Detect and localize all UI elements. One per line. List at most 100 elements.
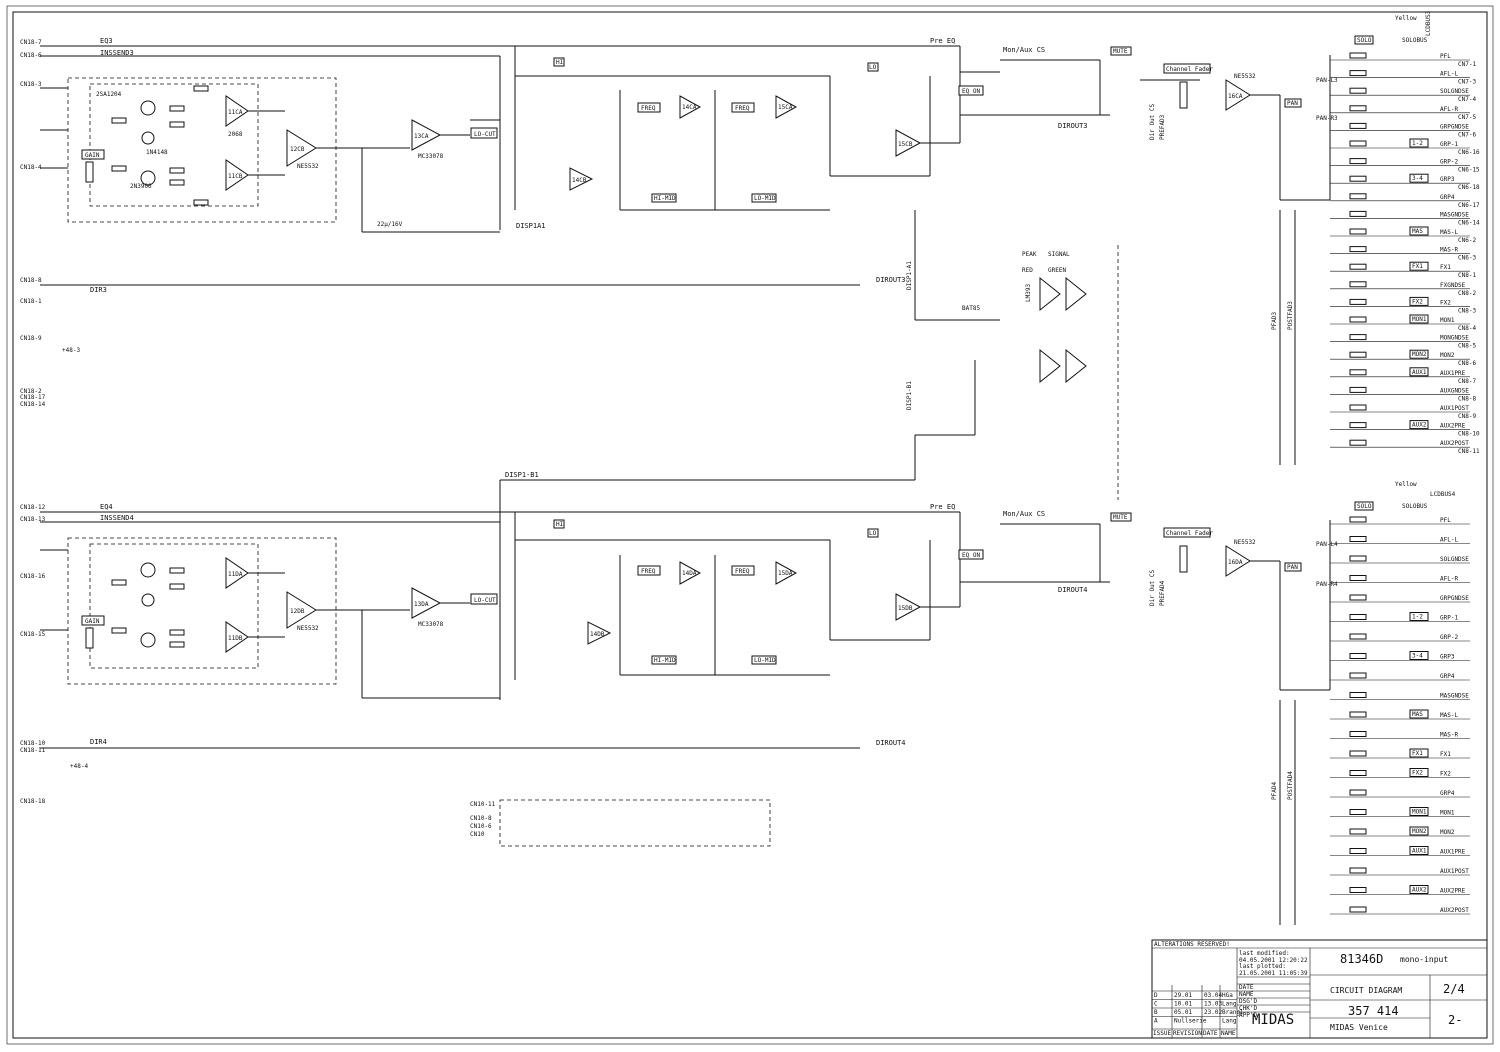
revision-cell: 03.04 [1204, 992, 1222, 999]
opamp-11cb [225, 159, 249, 191]
output-label: MASGNDSE [1440, 211, 1469, 218]
revision-cell: 10.01 [1174, 1001, 1192, 1008]
output-bus-list-3: PFLCN7-1AFL-LCN7-3SOLGNDSECN7-4AFL-RCN7-… [1330, 52, 1480, 455]
bus-assign-box [1409, 768, 1429, 777]
bus-assign-label: MAS [1412, 711, 1423, 718]
lo-cut-label: LO-CUT [474, 131, 496, 138]
channel-fader [1179, 81, 1188, 109]
svg-text:Pre EQ: Pre EQ [930, 503, 955, 511]
output-pin: CN6-3 [1458, 255, 1476, 262]
svg-text:Mon/Aux CS: Mon/Aux CS [1003, 510, 1045, 518]
output-pin: CN8-9 [1458, 413, 1476, 420]
opamp-13da [411, 587, 442, 619]
output-label: MAS-R [1440, 732, 1458, 739]
output-pin: CN6-17 [1458, 202, 1480, 209]
svg-text:DIROUT4: DIROUT4 [876, 739, 906, 747]
solo-box [1354, 35, 1374, 45]
opamp-14ca [679, 95, 702, 119]
opamp-14cb [569, 167, 594, 191]
svg-text:last modified:: last modified: [1239, 950, 1290, 957]
revision-cell: 13.03 [1204, 1001, 1222, 1008]
output-pin: CN8-4 [1458, 325, 1476, 332]
output-label: GRP-1 [1440, 615, 1458, 622]
output-pin: CN8-3 [1458, 307, 1476, 314]
output-pin: CN6-2 [1458, 237, 1476, 244]
output-label: SOLGNDSE [1440, 556, 1469, 563]
bus-assign-box [1409, 296, 1429, 306]
hi-eq-box-4 [553, 519, 565, 529]
preamp-outline [67, 77, 337, 223]
opamp-15da [775, 561, 798, 585]
svg-text:LO-MID: LO-MID [754, 657, 776, 664]
net-label-pre-eq: Pre EQ [930, 37, 955, 45]
revision-cell: D [1154, 992, 1158, 999]
output-label: AFL-L [1440, 537, 1458, 544]
output-label: GRPGNDSE [1440, 595, 1469, 602]
svg-text:DISP1-B1: DISP1-B1 [505, 471, 539, 479]
bus-assign-label: MON1 [1412, 316, 1427, 323]
lo-mid-box-4 [751, 655, 777, 665]
output-pin: CN7-6 [1458, 131, 1476, 138]
svg-text:21.05.2001 11:05:39: 21.05.2001 11:05:39 [1239, 970, 1308, 977]
output-label: SOLGNDSE [1440, 88, 1469, 95]
connector-label: CN18-9 [20, 335, 42, 342]
channel-fader-box [1163, 63, 1211, 74]
output-label: AUXGNDSE [1440, 387, 1469, 394]
mc33078-label: MC33078 [418, 153, 444, 160]
output-pin: CN7-1 [1458, 61, 1476, 68]
svg-text:14DB: 14DB [590, 631, 605, 638]
output-label: AUX2PRE [1440, 888, 1466, 895]
gain-label: GAIN [85, 152, 100, 159]
svg-text:14CA: 14CA [682, 104, 697, 111]
svg-text:15DA: 15DA [778, 570, 793, 577]
output-pin: CN8-8 [1458, 395, 1476, 402]
title-block: ALTERATIONS RESERVED! last modified: 04.… [1151, 939, 1488, 1039]
bus-assign-label: AUX2 [1412, 422, 1427, 429]
output-label: GRP3 [1440, 176, 1455, 183]
svg-text:GREEN: GREEN [1048, 267, 1066, 274]
bus-assign-box [1409, 349, 1429, 359]
svg-text:FREQ: FREQ [735, 105, 750, 112]
lo-cut-box-4 [470, 593, 498, 605]
opamp-12db [286, 591, 317, 629]
lo-cut-box [470, 127, 498, 139]
svg-text:DISP1-A1: DISP1-A1 [906, 261, 913, 290]
revision-cell: 05.01 [1174, 1009, 1192, 1016]
svg-text:RED: RED [1022, 267, 1033, 274]
output-label: PFL [1440, 517, 1451, 524]
bus-assign-box [1409, 807, 1429, 816]
gain-pot [85, 161, 94, 183]
channel-fader-box-4 [1163, 527, 1211, 538]
svg-text:LCDBUS4: LCDBUS4 [1430, 491, 1456, 498]
output-label: MON1 [1440, 317, 1455, 324]
connector-label: CN18-3 [20, 81, 42, 88]
channel-fader-4 [1179, 545, 1188, 573]
opamp-14db [587, 621, 612, 645]
output-pin: CN8-1 [1458, 272, 1476, 279]
connector-label: CN18-16 [20, 573, 46, 580]
sheet-outer-border [6, 5, 1494, 1045]
connector-label: CN18-14 [20, 401, 46, 408]
svg-text:PREFAD3: PREFAD3 [1159, 114, 1166, 140]
svg-text:CN10-6: CN10-6 [470, 823, 492, 830]
svg-text:04.05.2001 12:20:22: 04.05.2001 12:20:22 [1239, 957, 1308, 964]
gain-label-box-4 [81, 615, 105, 626]
output-label: GRP-2 [1440, 634, 1458, 641]
eq-on-box [958, 85, 984, 96]
bus-assign-box [1409, 826, 1429, 836]
output-pin: CN7-4 [1458, 96, 1476, 103]
ref-bat85: BAT85 [962, 305, 980, 312]
output-label: AUX2POST [1440, 440, 1469, 447]
svg-text:PAN-R4: PAN-R4 [1316, 581, 1338, 588]
svg-text:DISP1-B1: DISP1-B1 [906, 381, 913, 410]
connector-label: CN18-1 [20, 298, 42, 305]
svg-text:15DB: 15DB [898, 605, 913, 612]
eq-on-box-4 [958, 549, 984, 560]
revision-cell: 23.02 [1204, 1009, 1222, 1016]
opamp-16ca [1225, 79, 1251, 111]
bus-assign-box [1409, 420, 1429, 430]
output-label: AUX1PRE [1440, 370, 1466, 377]
output-pin: CN8-7 [1458, 378, 1476, 385]
bus-assign-label: FX2 [1412, 298, 1423, 305]
bus-assign-box [1409, 173, 1429, 183]
